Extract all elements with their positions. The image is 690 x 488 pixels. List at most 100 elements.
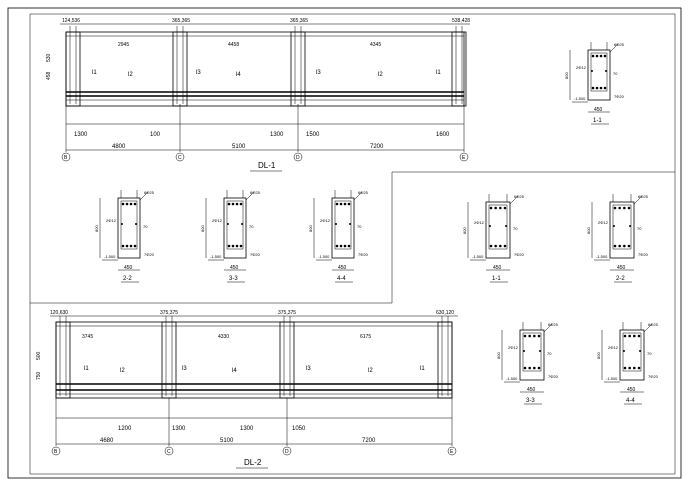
dl2-span-3: 7200 <box>362 438 376 444</box>
section-b-1-side-bar <box>613 225 615 227</box>
section-b-2-outline <box>519 329 545 381</box>
dl2-top-dim-b: 120,630 <box>50 310 68 316</box>
section-b-2-bottom-bar <box>528 366 531 370</box>
section-b-3-leader <box>643 323 653 333</box>
section-b-1-leader <box>633 195 643 205</box>
dl2-zone-5: l3 <box>306 366 311 372</box>
section-b-1-bottom-bar <box>627 244 631 248</box>
dl1-axis-e: E <box>462 155 466 161</box>
dl1-span-1: 4800 <box>112 144 126 150</box>
section-a-0-bottom-bar <box>599 86 603 90</box>
dl1-title: DL-1 <box>258 161 276 170</box>
section-b-0-bottom-bar <box>494 244 497 248</box>
dl2-top-dim-d: 375,375 <box>278 310 296 316</box>
section-a-3-top-bar <box>343 202 347 206</box>
section-a-0-bottom-bar <box>603 86 607 90</box>
section-b-3-outline <box>619 329 645 381</box>
section-a-0-leader <box>609 43 619 53</box>
section-a-2-top-bar <box>235 202 239 206</box>
dl2-column-d <box>279 321 295 399</box>
section-b-2-bars-bot-note: 7Φ20 <box>548 374 559 379</box>
section-b-2-bottom-bar <box>533 366 536 370</box>
dl1-top-dim-b: 124,536 <box>62 18 80 24</box>
dl1-top-dim-e: 538,428 <box>452 18 470 24</box>
section-b-2-side-bar <box>523 350 525 352</box>
section-b-3-bottom-bar <box>637 366 641 370</box>
section-a-3-bottom-bar <box>347 244 351 248</box>
section-a-2-top-bar <box>239 202 243 206</box>
section-a-0-top-bar <box>603 54 607 58</box>
section-b-1-cover-note: 70 <box>637 226 642 231</box>
section-a-2-cover-note: 70 <box>249 224 254 229</box>
section-b-1-top-bar <box>613 206 617 210</box>
section-a-2-top-bar <box>227 202 231 206</box>
region-divider <box>30 171 675 304</box>
section-b-3-bottom-bar <box>633 366 636 370</box>
section-b-1-elev-label: -1.500 <box>596 254 608 259</box>
section-a-0-side-bar <box>605 70 607 72</box>
section-a-3-height-label: 800 <box>308 225 313 232</box>
section-a-2-stirrup-note: 2Φ12 <box>212 218 223 223</box>
section-b-1-stirrup-note: 2Φ12 <box>598 220 609 225</box>
section-a-3-top-bar <box>335 202 339 206</box>
section-a-3-elev-label: -1.500 <box>318 254 330 259</box>
section-a-2-leader <box>245 191 255 201</box>
section-b-3-width-label: 450 <box>627 387 636 393</box>
section-a-1-height-label: 800 <box>94 225 99 232</box>
section-b-0-side-bar <box>489 225 491 227</box>
dl2-zone-1: l1 <box>84 366 89 372</box>
dl1-column-d <box>290 31 306 107</box>
section-a-1-top-bar <box>133 202 137 206</box>
section-b-2-side-bar <box>539 350 541 352</box>
section-a-0-cover-note: 70 <box>613 71 618 76</box>
section-a-2-bars-top-note: 6Φ25 <box>250 190 261 195</box>
section-b-0-stirrup-note: 2Φ12 <box>474 220 485 225</box>
section-b-3-stirrup-note: 2Φ12 <box>608 345 619 350</box>
section-a-1-top-bar <box>121 202 125 206</box>
section-a-1-bottom-bar <box>121 244 125 248</box>
section-b-0-top-bar <box>489 206 493 210</box>
dl1-length-2: 4458 <box>228 42 239 48</box>
section-a-1-outline <box>117 197 141 259</box>
dl2-zone-3: l3 <box>182 366 187 372</box>
section-a-2-top-bar <box>231 202 235 206</box>
section-a-1-top-bar <box>125 202 129 206</box>
section-a-0-side-bar <box>591 70 593 72</box>
section-a-2-bottom-bar <box>239 244 243 248</box>
dl1-side-label-2: 530 <box>46 53 52 62</box>
dl1-axis-c: C <box>178 155 182 161</box>
section-a-0-outline <box>587 49 611 101</box>
section-a-1-bottom-bar <box>133 244 137 248</box>
dl2-bottom-dim-4: 1050 <box>292 426 306 432</box>
section-b-3-stirrup <box>622 332 642 372</box>
dl2-span-2: 5100 <box>220 438 234 444</box>
section-b-0-bars-top-note: 6Φ25 <box>514 194 525 199</box>
section-a-2-width-label: 450 <box>230 265 239 271</box>
dl1-length-1: 2945 <box>118 42 129 48</box>
section-b-0-bottom-bar <box>489 244 493 248</box>
section-a-3-bottom-bar <box>339 244 343 248</box>
section-b-2-cover-note: 70 <box>547 351 552 356</box>
dl2-column-e <box>437 321 453 399</box>
section-a-0-top-bar <box>599 54 603 58</box>
dl1-bottom-dim-4: 1500 <box>306 132 320 138</box>
section-b-2-stirrup <box>522 332 542 372</box>
section-a-1-elev-label: -1.500 <box>104 254 116 259</box>
dl1-zone-4: l4 <box>236 72 241 78</box>
section-a-3-top-bar <box>347 202 351 206</box>
section-a-3-section-label: 4-4 <box>337 276 346 282</box>
section-a-3-stirrup-note: 2Φ12 <box>320 218 331 223</box>
section-b-3-side-bar <box>639 350 641 352</box>
section-b-0-bottom-bar <box>503 244 507 248</box>
dl1-span-2: 5100 <box>232 144 246 150</box>
section-a-2-stirrup <box>226 200 244 250</box>
section-a-3-bars-top-note: 6Φ25 <box>358 190 369 195</box>
section-b-0-section-label: 1-1 <box>492 276 501 282</box>
dl1-column-b <box>65 31 81 107</box>
dl2-bottom-dim-1: 1200 <box>118 426 132 432</box>
section-a-3-stirrup <box>334 200 352 250</box>
section-a-0-bars-bot-note: 7Φ20 <box>614 94 625 99</box>
section-a-0-top-bar <box>591 54 595 58</box>
dl1-elevation: 124,536 365,365 365,365 538,428 2945 445… <box>46 18 470 172</box>
dl1-column-c <box>172 31 188 107</box>
